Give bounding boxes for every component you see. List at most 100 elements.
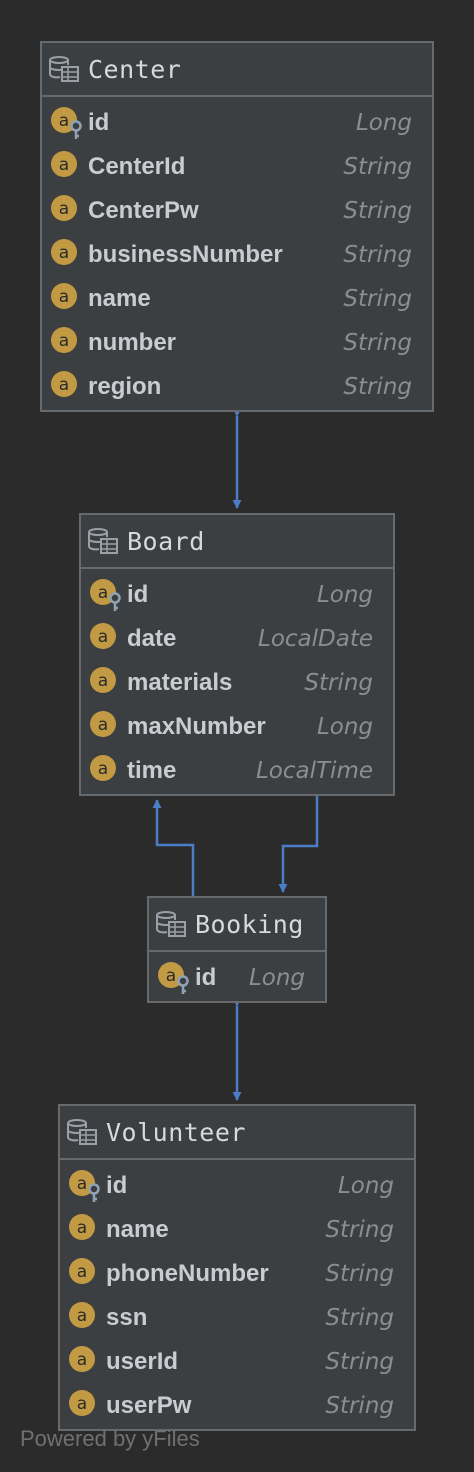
entity-header: Volunteer xyxy=(60,1106,414,1160)
relation-board-booking xyxy=(278,796,319,893)
field-type: String xyxy=(325,1261,394,1287)
entity-header: Booking xyxy=(149,898,325,952)
field-type: Long xyxy=(337,1173,394,1199)
entity-title: Center xyxy=(88,54,182,84)
svg-text:a: a xyxy=(59,287,69,307)
table-icon xyxy=(88,528,118,554)
key-icon xyxy=(177,975,189,994)
svg-text:a: a xyxy=(98,627,108,647)
svg-text:a: a xyxy=(59,155,69,175)
field-type: String xyxy=(304,670,373,696)
field-name: CenterId xyxy=(88,153,186,180)
attribute-icon: a xyxy=(51,151,77,177)
key-icon xyxy=(70,120,82,139)
svg-text:a: a xyxy=(98,583,108,603)
table-icon xyxy=(67,1119,97,1145)
attribute-icon: a xyxy=(90,623,116,649)
field-type: Long xyxy=(355,110,412,136)
attribute-icon: a xyxy=(69,1390,95,1416)
field-name: id xyxy=(127,581,149,608)
field-name: number xyxy=(88,329,177,356)
field-name: CenterPw xyxy=(88,197,199,224)
attribute-icon: a xyxy=(90,667,116,693)
field-type: String xyxy=(343,242,412,268)
field-name: name xyxy=(88,285,151,312)
attribute-icon: a xyxy=(158,962,189,994)
svg-text:a: a xyxy=(77,1394,87,1414)
field-type: String xyxy=(343,154,412,180)
svg-text:a: a xyxy=(59,111,69,131)
field-type: String xyxy=(325,1217,394,1243)
field-name: maxNumber xyxy=(127,713,266,740)
attribute-icon: a xyxy=(69,1302,95,1328)
svg-text:a: a xyxy=(77,1306,87,1326)
field-type: String xyxy=(343,330,412,356)
field-row[interactable]: a CenterId String xyxy=(42,145,432,189)
attribute-icon: a xyxy=(51,371,77,397)
field-name: region xyxy=(88,373,162,400)
svg-text:a: a xyxy=(59,199,69,219)
attribute-icon: a xyxy=(51,283,77,309)
field-name: id xyxy=(195,964,217,991)
field-type: Long xyxy=(316,714,373,740)
attribute-icon: a xyxy=(90,755,116,781)
entity-header: Center xyxy=(42,43,432,97)
table-icon xyxy=(49,56,79,82)
svg-text:a: a xyxy=(77,1262,87,1282)
attribute-icon: a xyxy=(69,1170,100,1202)
field-name: date xyxy=(127,625,177,652)
svg-text:a: a xyxy=(77,1174,87,1194)
svg-text:a: a xyxy=(77,1350,87,1370)
field-type: String xyxy=(343,286,412,312)
field-row[interactable]: a maxNumber Long xyxy=(81,705,393,749)
field-name: userId xyxy=(106,1348,179,1375)
key-icon xyxy=(88,1183,100,1202)
entity-header: Board xyxy=(81,515,393,569)
svg-text:a: a xyxy=(98,671,108,691)
field-row[interactable]: a businessNumber String xyxy=(42,233,432,277)
field-type: Long xyxy=(248,965,305,991)
attribute-icon: a xyxy=(90,711,116,737)
key-icon xyxy=(109,592,121,611)
attribute-icon: a xyxy=(51,195,77,221)
field-type: LocalDate xyxy=(258,626,373,652)
field-name: time xyxy=(127,757,177,784)
field-type: String xyxy=(343,374,412,400)
entity-title: Booking xyxy=(195,909,304,939)
attribute-icon: a xyxy=(69,1258,95,1284)
attribute-icon: a xyxy=(69,1346,95,1372)
field-name: id xyxy=(106,1172,128,1199)
field-name: businessNumber xyxy=(88,241,283,268)
svg-text:a: a xyxy=(59,243,69,263)
field-name: name xyxy=(106,1216,169,1243)
field-name: userPw xyxy=(106,1392,192,1419)
entity-title: Volunteer xyxy=(106,1117,246,1147)
field-name: ssn xyxy=(106,1304,148,1331)
svg-text:a: a xyxy=(166,966,176,986)
field-type: String xyxy=(325,1349,394,1375)
